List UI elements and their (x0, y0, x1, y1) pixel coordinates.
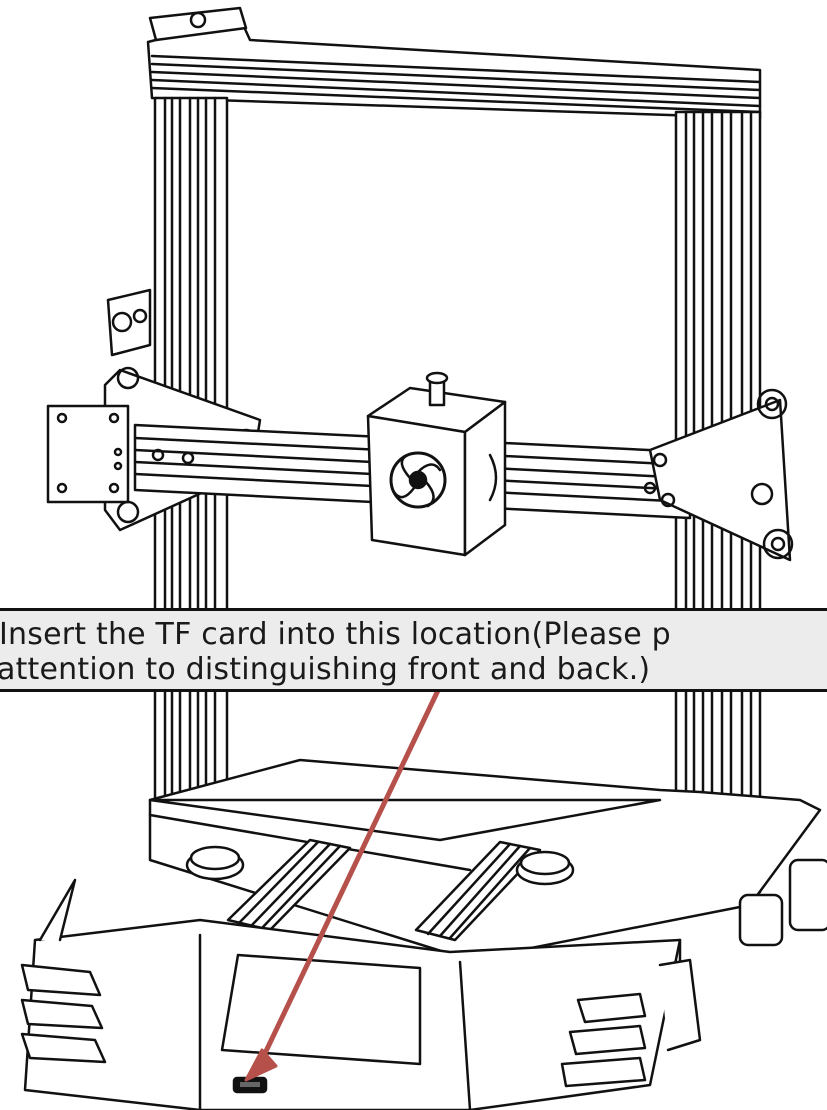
pointer-arrow (244, 679, 445, 1082)
callout-line-1: Insert the TF card into this location(Pl… (0, 617, 671, 652)
instruction-callout: Insert the TF card into this location(Pl… (0, 608, 827, 692)
right-front-wing (560, 958, 702, 1088)
print-head (366, 371, 507, 557)
y-rail-right (414, 840, 542, 942)
callout-line-2: attention to distinguishing front and ba… (0, 652, 651, 687)
leveling-knob-right (515, 850, 575, 886)
tf-card-slot (232, 1076, 268, 1094)
left-front-wing (20, 878, 107, 1064)
extruder-block (46, 404, 130, 504)
fan-icon (389, 451, 447, 509)
z-motor-left (106, 288, 152, 357)
leveling-knob-left (185, 845, 245, 881)
right-carriage-plate (648, 388, 794, 562)
right-foot (738, 858, 827, 947)
top-frame-bar (146, 6, 762, 120)
lcd-screen (220, 953, 422, 1066)
